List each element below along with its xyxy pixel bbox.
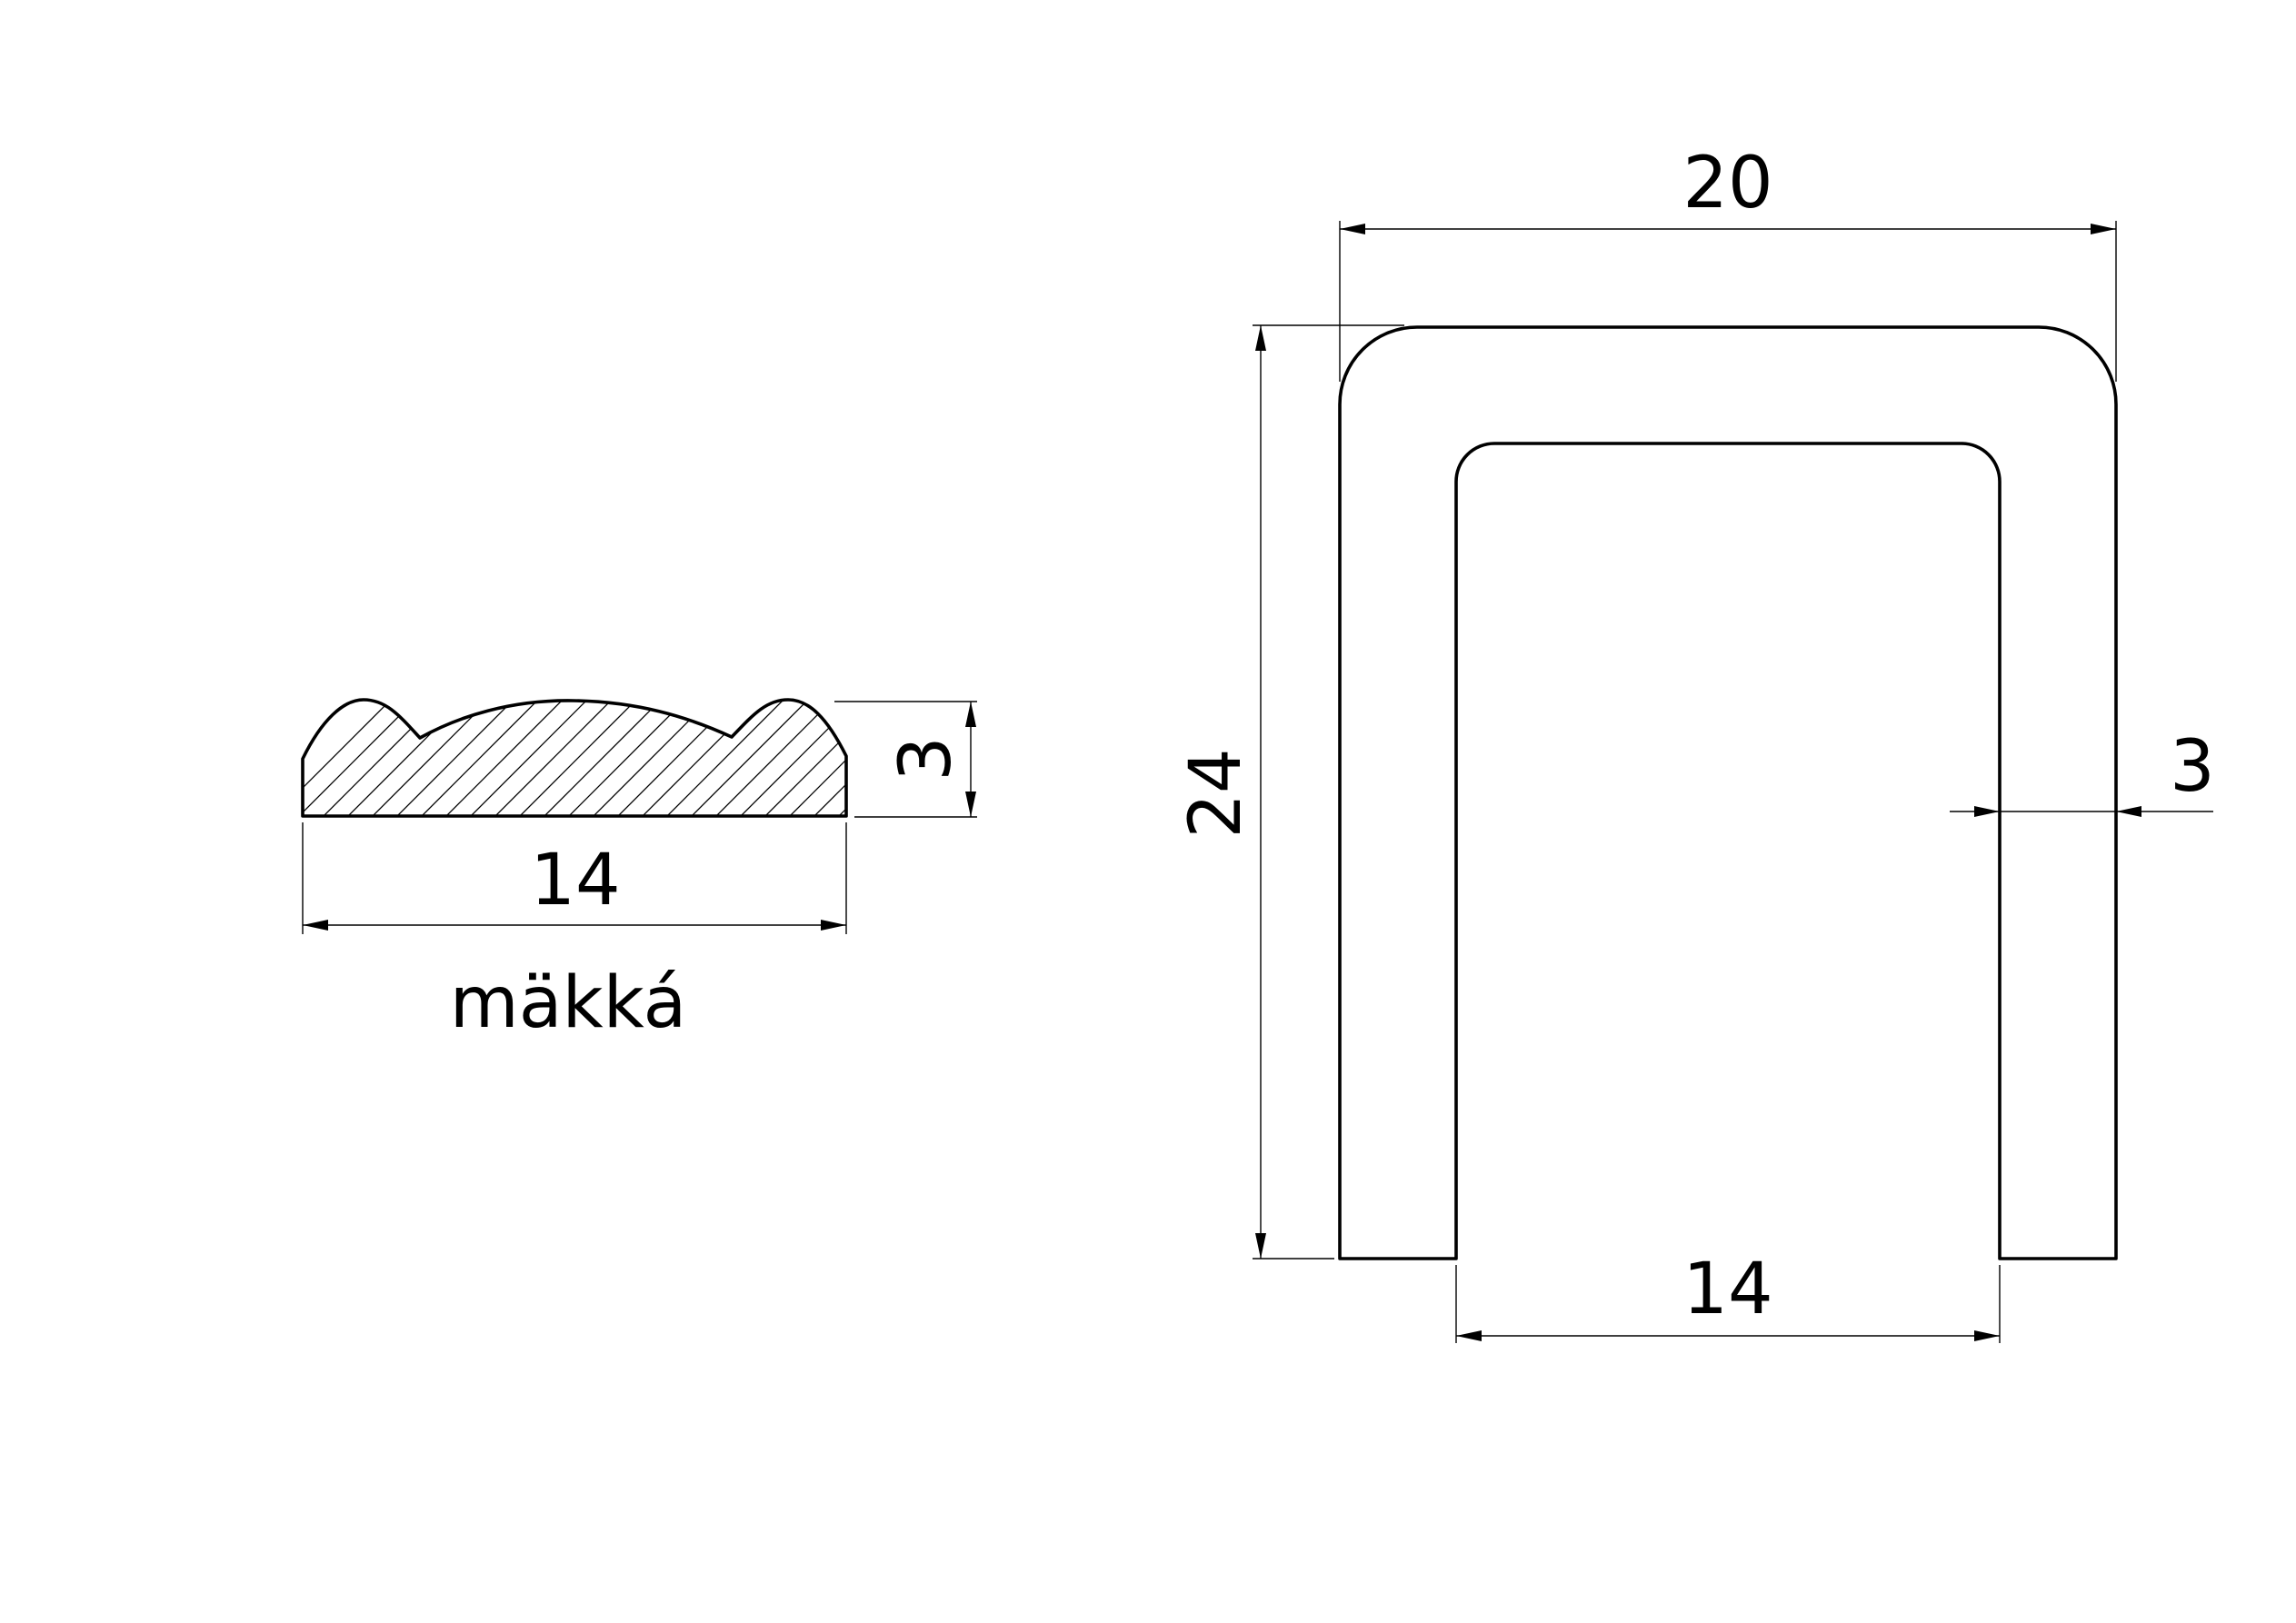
arrowhead [1255, 1233, 1266, 1259]
channel-height-dimension: 24 [1175, 324, 1404, 1260]
arrowhead [965, 792, 976, 817]
strip-width-dimension: 14 [302, 822, 847, 934]
channel-outer-width-dimension: 20 [1339, 143, 2117, 382]
hatch-line [1009, 691, 1136, 818]
hatch-line [1033, 691, 1161, 818]
arrowhead [2116, 806, 2141, 817]
strip-height-label: 3 [885, 736, 967, 782]
arrowhead [965, 702, 976, 727]
hatch-line [444, 700, 573, 816]
arrowhead [303, 920, 328, 931]
hatch-line [566, 700, 695, 816]
arrowhead [1974, 806, 2000, 817]
arrowhead [1974, 1330, 2000, 1341]
material-label: mäkká [450, 962, 687, 1044]
arrowhead [821, 920, 846, 931]
arrowhead [1340, 224, 1365, 234]
hatch-line [763, 700, 846, 816]
hatch-line [615, 700, 744, 816]
strip-height-dimension: 3 [834, 701, 977, 818]
channel-outer-width-label: 20 [1682, 143, 1772, 224]
arrowhead [2091, 224, 2116, 234]
hatch-line [714, 700, 843, 816]
soft-strip-profile [301, 691, 1161, 818]
hatch-line [640, 700, 769, 816]
hatch-line [493, 700, 622, 816]
arrowhead [1255, 325, 1266, 351]
hatch-line [303, 700, 401, 816]
hatch-pattern [303, 691, 1161, 818]
hatch-line [689, 700, 818, 816]
arrowhead [1456, 1330, 1482, 1341]
channel-height-label: 24 [1175, 748, 1257, 838]
channel-inner-width-label: 14 [1682, 1249, 1772, 1330]
u-channel-outline [1338, 325, 2118, 1260]
soft-strip-outline [301, 698, 848, 818]
strip-width-label: 14 [530, 840, 620, 921]
hatch-line [787, 700, 846, 816]
channel-wall-thickness-dimension: 3 [1950, 726, 2215, 817]
channel-inner-width-dimension: 14 [1455, 1249, 2001, 1343]
hatch-line [517, 700, 646, 816]
hatch-line [419, 700, 548, 816]
hatch-line [960, 691, 1087, 818]
u-channel-profile [1338, 325, 2118, 1260]
hatch-line [468, 700, 597, 816]
hatch-line [812, 700, 846, 816]
hatch-line [542, 700, 671, 816]
hatch-line [303, 700, 425, 816]
hatch-line [394, 700, 524, 816]
channel-wall-thickness-label: 3 [2170, 726, 2215, 808]
hatch-line [664, 700, 794, 816]
hatch-line [984, 691, 1112, 818]
hatch-line [345, 700, 474, 816]
